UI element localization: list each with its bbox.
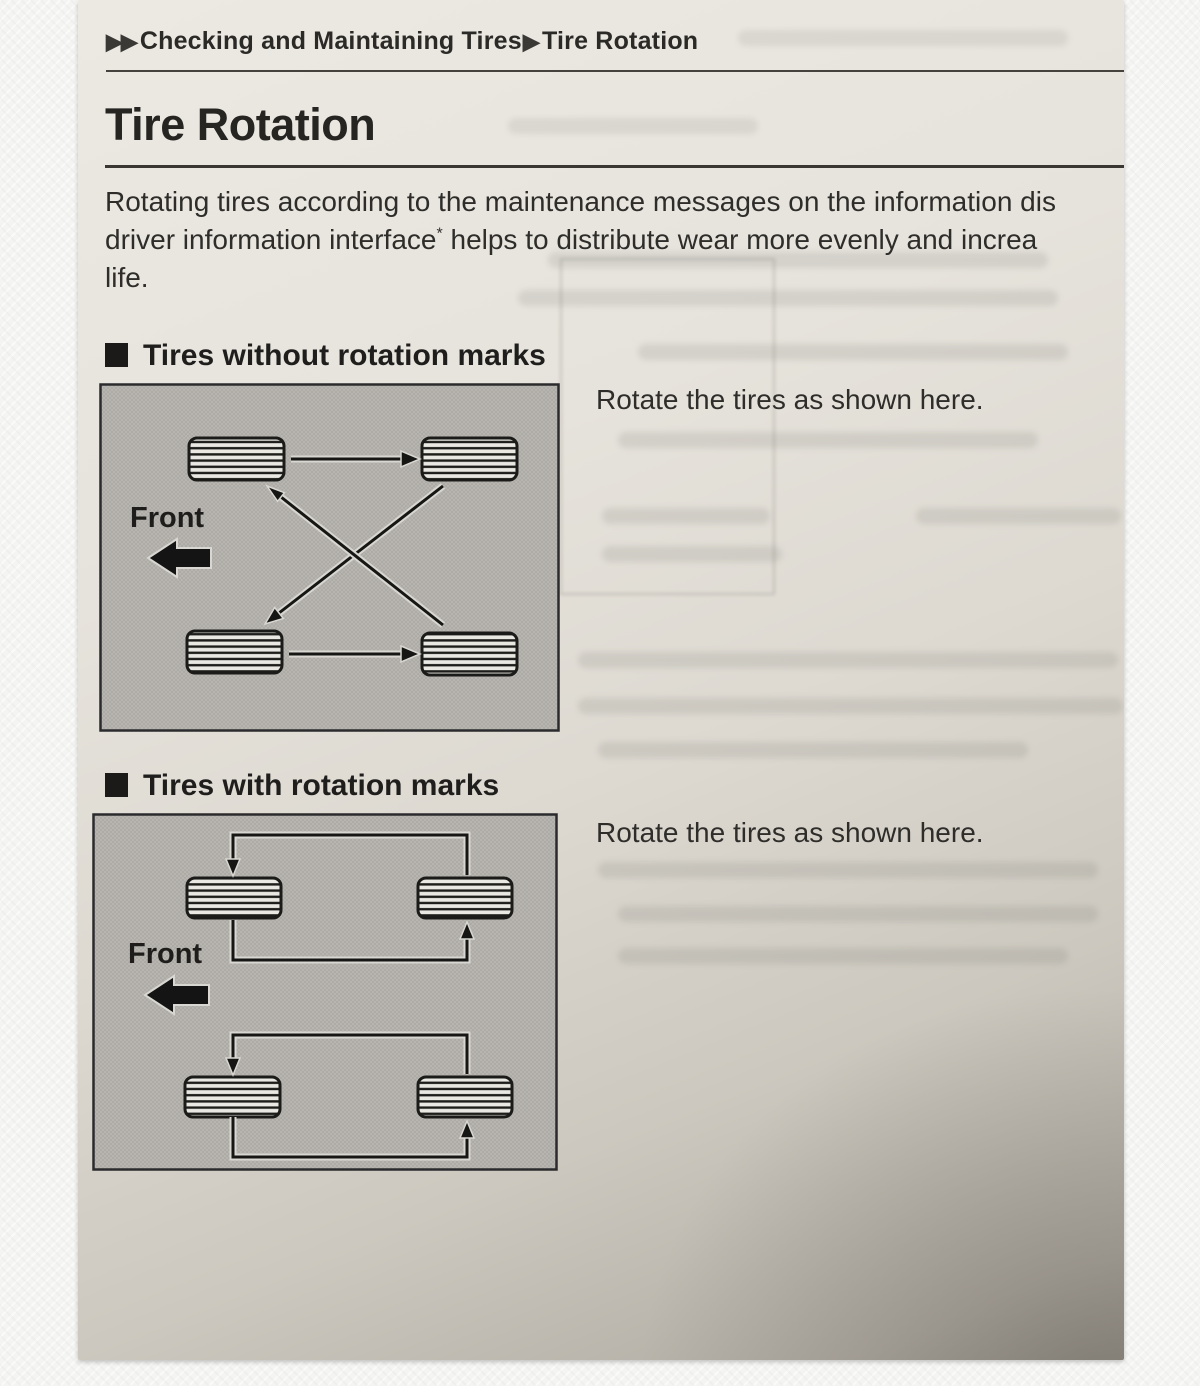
- section-heading-without-marks: Tires without rotation marks: [105, 339, 546, 373]
- intro-line-1: Rotating tires according to the maintena…: [105, 186, 1056, 217]
- bleed-through-text: [618, 432, 1038, 448]
- bleed-through-text: [598, 862, 1098, 878]
- loop-arrow-bottom-right-pair: [229, 1117, 476, 1161]
- breadcrumb-arrows-icon: ▶▶: [106, 29, 138, 54]
- arrow-cross-to-bottom-left: [263, 483, 446, 626]
- bleed-through-text: [602, 508, 770, 524]
- bleed-through-text: [602, 546, 782, 562]
- manual-page: ▶▶Checking and Maintaining Tires▶Tire Ro…: [78, 0, 1124, 1360]
- bleed-through-text: [916, 508, 1121, 524]
- bleed-through-text: [578, 652, 1118, 668]
- section-heading-label: Tires without rotation marks: [143, 339, 546, 372]
- section-heading-label: Tires with rotation marks: [143, 769, 500, 802]
- breadcrumb-current: Tire Rotation: [541, 27, 699, 55]
- bleed-through-text: [598, 742, 1028, 758]
- bleed-through-box: [560, 258, 775, 595]
- bleed-through-text: [738, 30, 1068, 46]
- loop-arrow-top-right-pair: [224, 1031, 471, 1077]
- bleed-through-text: [518, 290, 1058, 306]
- arrow-cross-to-top-left: [264, 484, 446, 628]
- tire-front-left-icon: [185, 876, 283, 920]
- breadcrumb-separator-icon: ▶: [522, 29, 540, 54]
- loop-arrow-top-left-pair: [224, 831, 471, 878]
- bleed-through-text: [508, 118, 758, 134]
- title-rule: [105, 165, 1124, 168]
- arrow-front-to-rear-top: [291, 449, 422, 469]
- front-direction-arrow-icon: [143, 974, 210, 1016]
- header-rule: [106, 70, 1124, 72]
- breadcrumb-section: Checking and Maintaining Tires: [139, 27, 522, 55]
- tire-rear-right-icon: [420, 631, 519, 677]
- bleed-through-text: [548, 252, 1048, 268]
- section-square-icon: [105, 773, 128, 797]
- intro-line-3: life.: [105, 262, 149, 293]
- bleed-through-text: [618, 948, 1068, 964]
- bleed-through-text: [638, 344, 1068, 360]
- bleed-through-text: [618, 906, 1098, 922]
- tire-rotation-diagram-same-side: Front: [92, 813, 558, 1171]
- page-title: Tire Rotation: [105, 99, 376, 150]
- tire-rear-right-icon: [416, 1075, 514, 1119]
- intro-line-2-text: driver information interface: [105, 224, 437, 255]
- tire-front-left-icon: [187, 436, 286, 482]
- front-label: Front: [130, 502, 204, 534]
- intro-line-2: driver information interface* helps to d…: [105, 224, 1037, 256]
- tire-front-right-icon: [185, 629, 284, 675]
- bleed-through-text: [578, 698, 1123, 714]
- front-label: Front: [128, 938, 202, 970]
- breadcrumb: ▶▶Checking and Maintaining Tires▶Tire Ro…: [106, 27, 698, 56]
- intro-line-2-cont: helps to distribute wear more evenly and…: [442, 224, 1038, 255]
- section-caption: Rotate the tires as shown here.: [596, 817, 984, 848]
- section-square-icon: [105, 343, 128, 367]
- section-caption: Rotate the tires as shown here.: [596, 384, 984, 415]
- front-direction-arrow-icon: [146, 537, 212, 579]
- section-heading-with-marks: Tires with rotation marks: [105, 769, 499, 803]
- tire-rotation-diagram-cross: Front: [99, 383, 560, 732]
- tire-rear-left-icon: [416, 876, 514, 920]
- arrow-front-to-rear-bottom: [289, 644, 422, 664]
- tire-front-right-icon: [183, 1075, 282, 1119]
- footnote-asterisk: *: [436, 225, 443, 243]
- tire-rear-left-icon: [420, 436, 519, 482]
- loop-arrow-bottom-left-pair: [229, 920, 476, 964]
